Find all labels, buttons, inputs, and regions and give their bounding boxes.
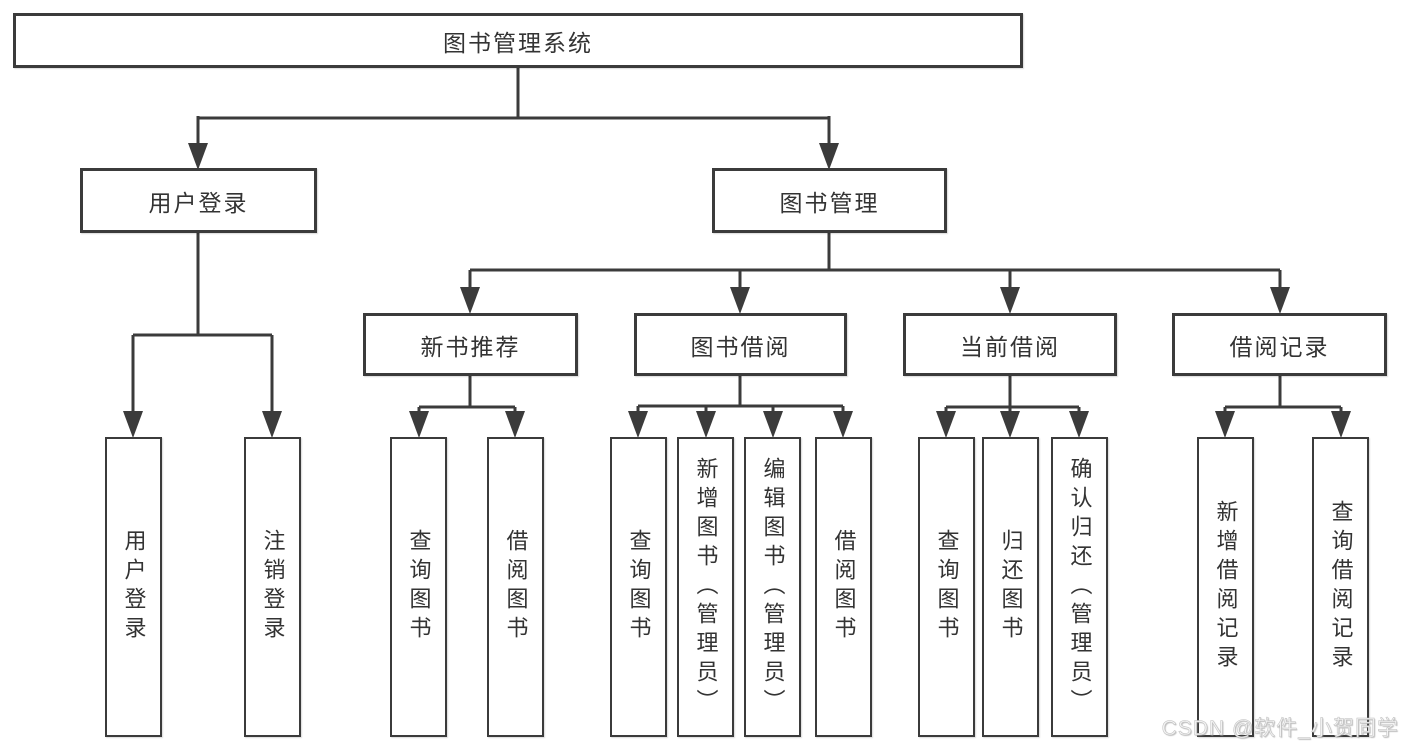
- arrowhead: [460, 287, 480, 314]
- node-label: 注销登录: [260, 529, 286, 645]
- arrowhead: [1069, 411, 1089, 438]
- leaf-query-borrow-record: 查询借阅记录: [1312, 437, 1369, 737]
- node-label: 用户登录: [121, 529, 147, 645]
- arrowhead: [730, 287, 750, 314]
- node-label: 借阅图书: [503, 529, 529, 645]
- leaf-borrow-book-recommend: 借阅图书: [487, 437, 544, 737]
- arrowhead: [262, 411, 282, 438]
- node-label: 归还图书: [998, 529, 1024, 645]
- node-label: 新书推荐: [420, 333, 521, 360]
- node-system-root: 图书管理系统: [13, 13, 1023, 68]
- leaf-add-borrow-record: 新增借阅记录: [1197, 437, 1254, 737]
- leaf-user-login: 用户登录: [105, 437, 162, 737]
- leaf-return-book: 归还图书: [982, 437, 1039, 737]
- leaf-query-book-current: 查询图书: [918, 437, 975, 737]
- node-label: 新增借阅记录: [1213, 500, 1239, 674]
- leaf-query-book-recommend: 查询图书: [390, 437, 447, 737]
- arrowhead: [763, 411, 783, 438]
- arrowhead: [1000, 411, 1020, 438]
- leaf-confirm-return-admin: 确认归还（管理员）: [1051, 437, 1108, 737]
- leaf-add-book-admin: 新增图书（管理员）: [677, 437, 734, 737]
- node-label: 图书管理系统: [443, 29, 593, 56]
- arrowhead: [1270, 287, 1290, 314]
- node-label: 图书借阅: [690, 333, 791, 360]
- arrowhead: [833, 411, 853, 438]
- node-label: 借阅记录: [1229, 333, 1330, 360]
- node-label: 用户登录: [148, 189, 249, 216]
- leaf-logout: 注销登录: [244, 437, 301, 737]
- node-user-login: 用户登录: [80, 168, 317, 233]
- arrowhead: [936, 411, 956, 438]
- leaf-query-book-borrowing: 查询图书: [610, 437, 667, 737]
- node-borrow-records: 借阅记录: [1172, 313, 1387, 376]
- node-label: 查询图书: [406, 529, 432, 645]
- node-label: 图书管理: [779, 189, 880, 216]
- arrowhead: [188, 143, 208, 170]
- leaf-edit-book-admin: 编辑图书（管理员）: [744, 437, 801, 737]
- arrowhead: [505, 411, 525, 438]
- arrowhead: [123, 411, 143, 438]
- csdn-watermark: CSDN @软件_小贺同学: [1161, 717, 1399, 741]
- node-current-borrowing: 当前借阅: [903, 313, 1117, 376]
- node-label: 当前借阅: [960, 333, 1060, 360]
- node-book-borrowing: 图书借阅: [634, 313, 847, 376]
- leaf-borrow-book: 借阅图书: [815, 437, 872, 737]
- node-label: 查询借阅记录: [1328, 500, 1354, 674]
- node-label: 查询图书: [626, 529, 652, 645]
- node-label: 借阅图书: [831, 529, 857, 645]
- node-new-book-recommend: 新书推荐: [363, 313, 578, 376]
- arrowhead: [628, 411, 648, 438]
- arrowhead: [1331, 411, 1351, 438]
- arrowhead: [1215, 411, 1235, 438]
- arrowhead: [1000, 287, 1020, 314]
- connector-paths: [131, 68, 1343, 412]
- node-book-management: 图书管理: [712, 168, 947, 233]
- node-label: 查询图书: [934, 529, 960, 645]
- arrowhead: [819, 143, 839, 170]
- node-label: 编辑图书（管理员）: [760, 456, 786, 718]
- node-label: 确认归还（管理员）: [1067, 456, 1093, 718]
- arrowhead: [696, 411, 716, 438]
- arrowhead: [409, 411, 429, 438]
- node-label: 新增图书（管理员）: [693, 456, 719, 718]
